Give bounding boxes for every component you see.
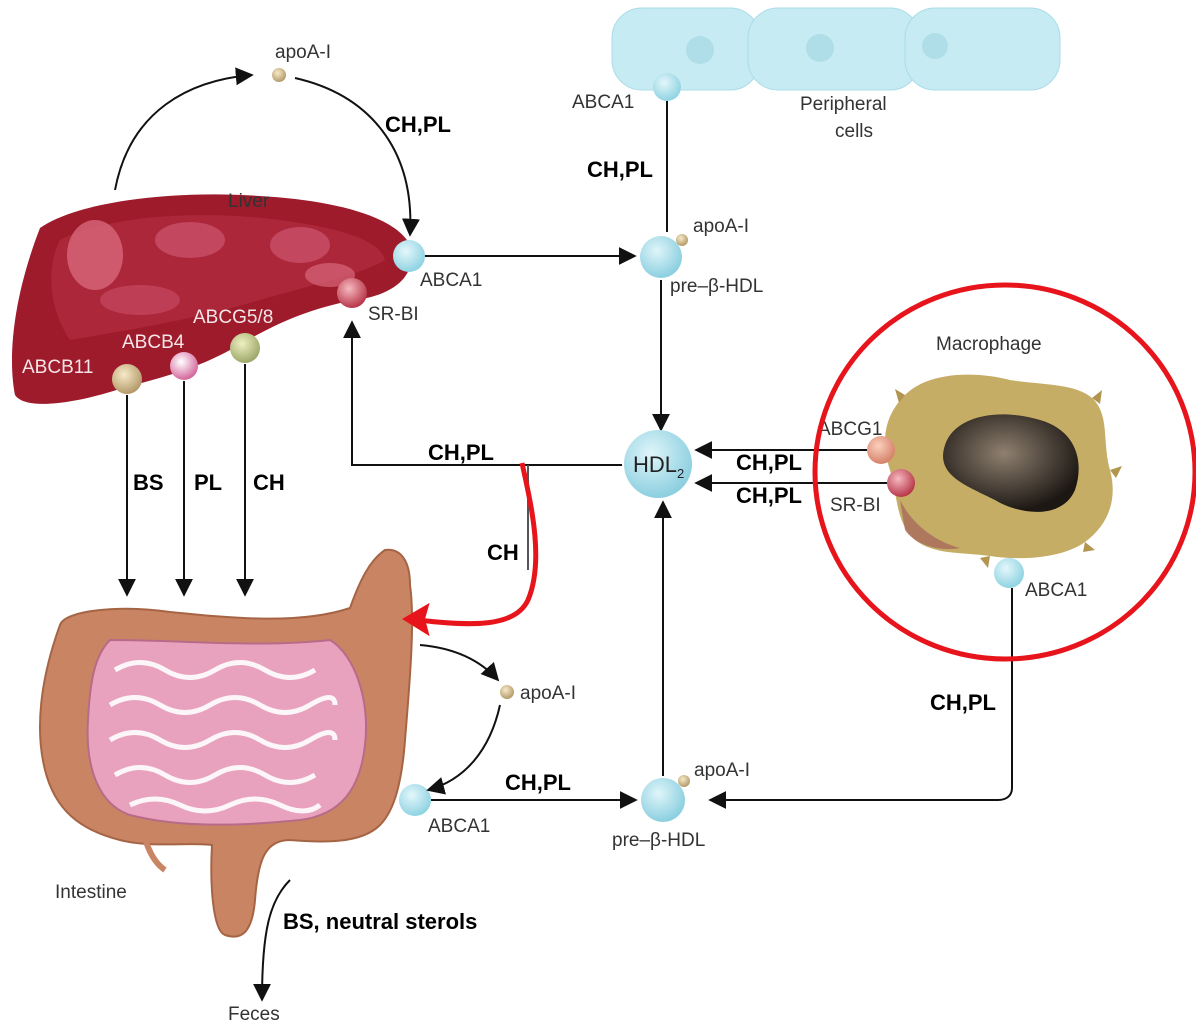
bs-flow-label: BS <box>133 470 164 495</box>
abca1-macrophage-transporter <box>994 558 1024 588</box>
srbi-macrophage-label: SR-BI <box>830 495 881 516</box>
intestine <box>40 550 412 937</box>
apoai-lower-particle <box>678 775 690 787</box>
apoai-top-particle <box>272 68 286 82</box>
srbi-liver-label: SR-BI <box>368 304 419 325</box>
abca1-liver-transporter <box>393 240 425 272</box>
intestine-label: Intestine <box>55 882 127 903</box>
apoai-top-label: apoA-I <box>275 42 331 63</box>
abca1-peripheral-label: ABCA1 <box>572 92 634 113</box>
abca1-intestine-label: ABCA1 <box>428 816 490 837</box>
abcg58-label: ABCG5/8 <box>193 307 273 328</box>
apoai-to-intestine-abca1-arrow <box>428 705 500 790</box>
ch-flow-label: CH <box>253 470 285 495</box>
macro-abcg1-flow-label: CH,PL <box>736 450 802 475</box>
hdl2-main-text: HDL <box>633 452 677 477</box>
srbi-liver-transporter <box>337 278 367 308</box>
direct-ch-flow-label: CH <box>487 540 519 565</box>
apoai-upper-particle <box>676 234 688 246</box>
abcb11-label: ABCB11 <box>22 357 93 378</box>
abca1-intestine-transporter <box>399 784 431 816</box>
abcg1-transporter <box>867 436 895 464</box>
prebeta-lower-label: pre–β-HDL <box>612 830 705 851</box>
abca1-peripheral-transporter <box>653 73 681 101</box>
prebeta-hdl-upper-particle <box>640 236 682 278</box>
abcg58-transporter <box>230 333 260 363</box>
hdl-to-liver-flow-label: CH,PL <box>428 440 494 465</box>
excretion-flow-label: BS, neutral sterols <box>283 909 477 934</box>
apoai-lower-label: apoA-I <box>694 760 750 781</box>
liver-top-flow-label: CH,PL <box>385 112 451 137</box>
srbi-macrophage-transporter <box>887 469 915 497</box>
macro-abca1-flow-label: CH,PL <box>930 690 996 715</box>
peripheral-cells-label-line1: Peripheral <box>800 94 887 115</box>
intestine-abca1-flow-label: CH,PL <box>505 770 571 795</box>
abca1-macrophage-label: ABCA1 <box>1025 580 1087 601</box>
abcb11-transporter <box>112 364 142 394</box>
abcb4-transporter <box>170 352 198 380</box>
peripheral-cells <box>612 8 1060 90</box>
feces-label: Feces <box>228 1004 280 1025</box>
macro-srbi-flow-label: CH,PL <box>736 483 802 508</box>
hdl2-sub-text: 2 <box>677 466 684 481</box>
apoai-intestine-particle <box>500 685 514 699</box>
liver-label: Liver <box>228 191 270 212</box>
intestine-to-apoai-arrow <box>420 645 498 680</box>
apoai-upper-label: apoA-I <box>693 216 749 237</box>
macrophage <box>885 375 1122 568</box>
abcb4-label: ABCB4 <box>122 332 185 353</box>
hdl2-label: HDL2 <box>633 452 684 481</box>
macrophage-label: Macrophage <box>936 334 1042 355</box>
peripheral-flow-label: CH,PL <box>587 157 653 182</box>
prebeta-hdl-lower-particle <box>641 778 685 822</box>
feces-arrow <box>262 880 290 1000</box>
abcg1-label: ABCG1 <box>818 419 882 440</box>
peripheral-cells-label-line2: cells <box>835 121 873 142</box>
apoai-intestine-label: apoA-I <box>520 683 576 704</box>
liver-to-apoai-arrow <box>115 75 252 190</box>
abca1-liver-label: ABCA1 <box>420 270 482 291</box>
pl-flow-label: PL <box>194 470 222 495</box>
prebeta-upper-label: pre–β-HDL <box>670 276 763 297</box>
